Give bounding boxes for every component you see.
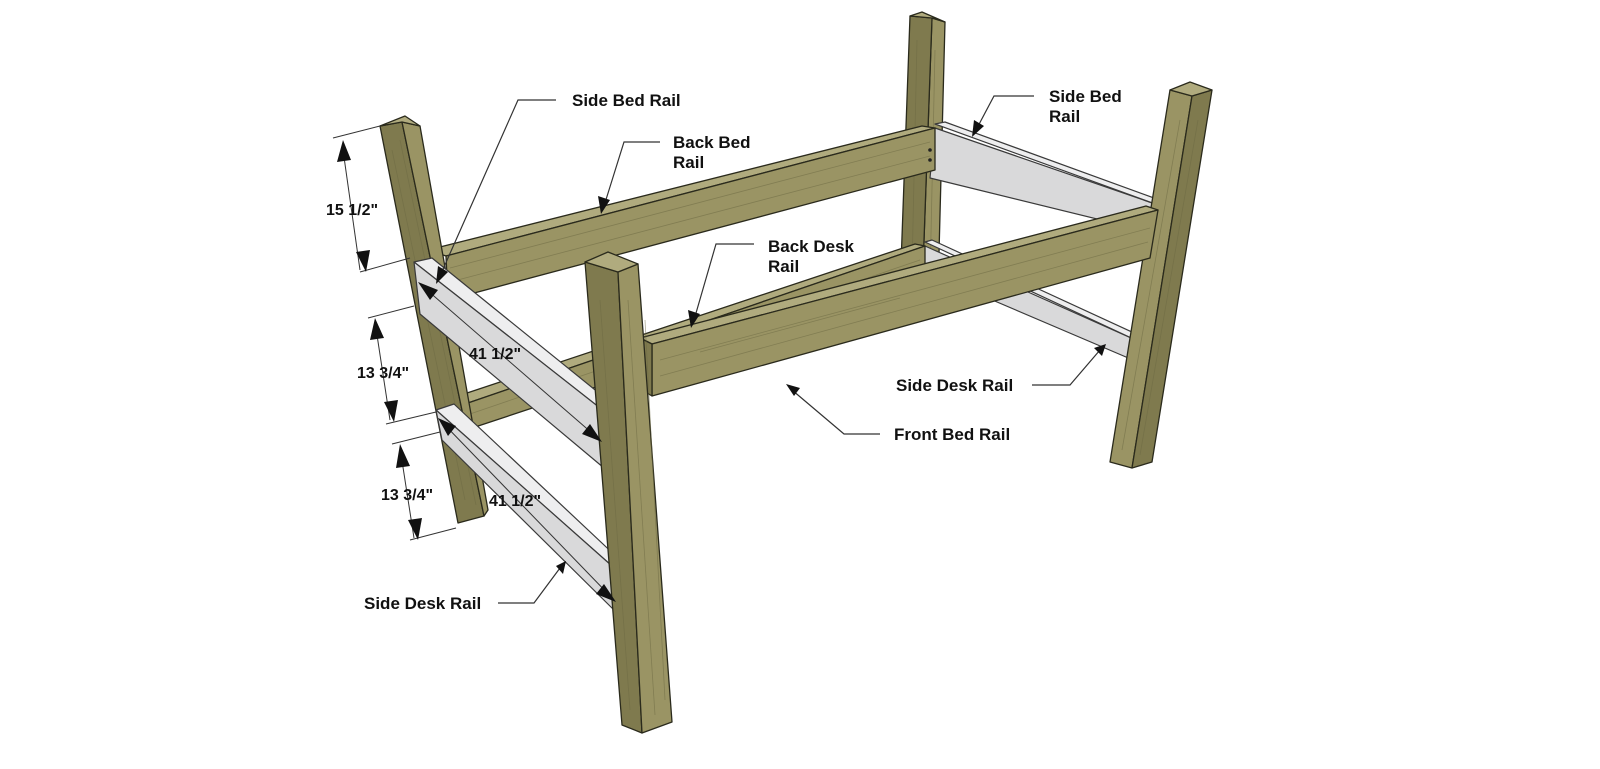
label-side-desk-rail-right: Side Desk Rail: [896, 376, 1013, 395]
dimension-label-middle: 13 3/4": [357, 365, 409, 382]
label-back-desk-rail-line2: Rail: [768, 257, 799, 276]
side-bed-rail-left: [413, 257, 611, 469]
front-right-leg: [1109, 81, 1213, 469]
dimension-label-top: 15 1/2": [326, 202, 378, 219]
label-side-bed-rail-left: Side Bed Rail: [572, 91, 681, 110]
leader-side-bed-rail-left: [436, 99, 556, 284]
label-back-bed-rail-line1: Back Bed: [673, 133, 750, 152]
label-back-desk-rail-line1: Back Desk: [768, 237, 855, 256]
leader-side-desk-rail-left: [498, 561, 566, 604]
label-side-desk-rail-left: Side Desk Rail: [364, 594, 481, 613]
leader-back-bed-rail: [598, 141, 660, 214]
dimension-top: [332, 125, 411, 273]
leader-side-bed-rail-right: [972, 95, 1034, 137]
dimension-lower: [391, 431, 457, 541]
leader-back-desk-rail: [688, 243, 754, 328]
dimension-bed-rail-length: [418, 282, 602, 442]
dimension-desk-rail-length: [438, 418, 616, 602]
dimension-middle: [367, 305, 437, 425]
dimension-label-desk-rail-length: 41 1/2": [489, 493, 541, 510]
back-bed-rail: [427, 125, 936, 301]
dimension-label-bed-rail-length: 41 1/2": [469, 346, 521, 363]
dimension-label-lower: 13 3/4": [381, 487, 433, 504]
label-back-bed-rail-line2: Rail: [673, 153, 704, 172]
leader-side-desk-rail-right: [1032, 344, 1106, 386]
label-side-bed-rail-right-line1: Side Bed: [1049, 87, 1122, 106]
front-left-leg: [584, 251, 673, 734]
label-front-bed-rail: Front Bed Rail: [894, 425, 1010, 444]
leader-front-bed-rail: [786, 384, 880, 435]
front-bed-rail: [639, 205, 1159, 397]
label-side-bed-rail-right-line2: Rail: [1049, 107, 1080, 126]
